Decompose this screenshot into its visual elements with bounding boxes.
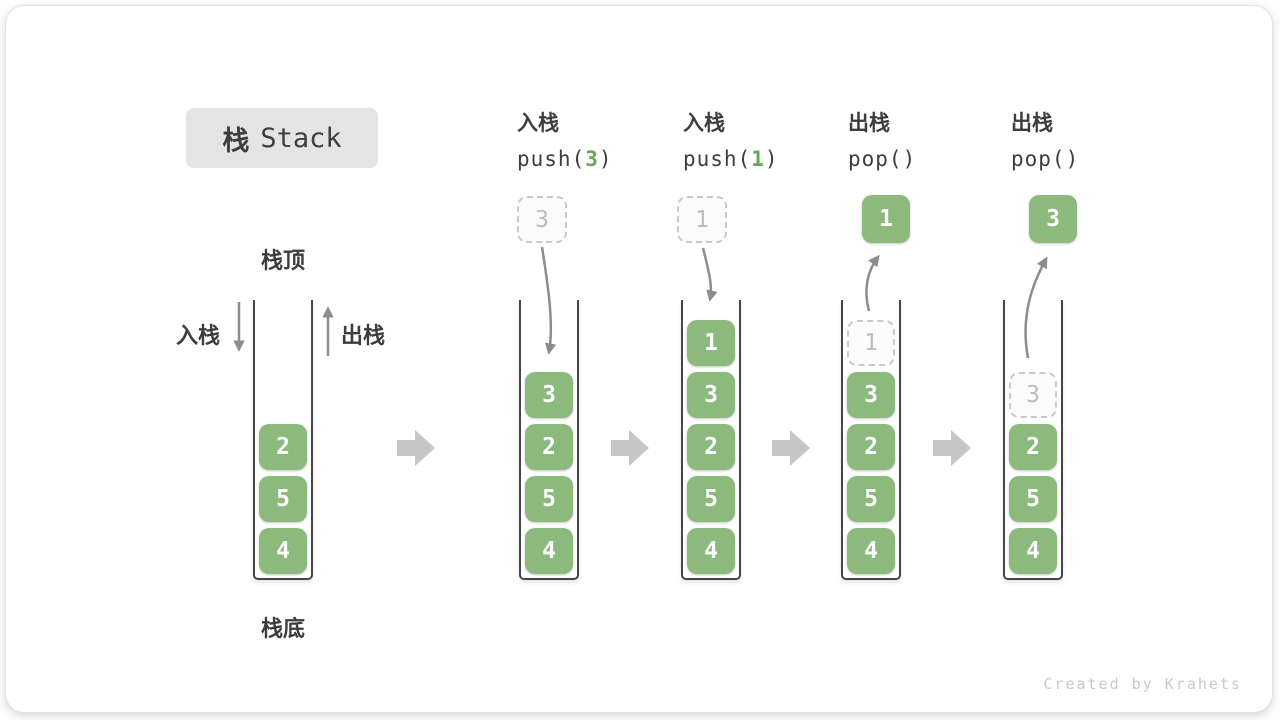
stack-block: 2 [1009, 424, 1057, 470]
stack-block: 5 [847, 476, 895, 522]
op-code-label: pop() [1011, 147, 1079, 171]
code-arg: 1 [751, 147, 765, 171]
op-cn-label: 入栈 [517, 112, 559, 135]
title-cn: 栈 [222, 125, 250, 156]
popped-value-box: 3 [1029, 195, 1077, 243]
stack-block-ghost: 3 [1009, 372, 1057, 418]
code-pre: push( [517, 147, 586, 171]
pop-direction-label: 出栈 [341, 323, 386, 348]
code-pre: pop( [848, 147, 903, 171]
stack-block: 5 [525, 476, 573, 522]
op-code-label: push(3) [517, 147, 613, 171]
stack-block: 2 [525, 424, 573, 470]
op-label-push-1: 入栈 push(1) [683, 107, 779, 171]
op-code-label: pop() [848, 147, 916, 171]
stack-block: 2 [687, 424, 735, 470]
op-cn-label: 出栈 [848, 112, 890, 135]
stack-block: 4 [259, 528, 307, 574]
code-pre: push( [683, 147, 752, 171]
code-post: ) [764, 147, 779, 171]
stack-container-after-pop-1: 1 3 2 5 4 [841, 300, 901, 580]
op-code-label: push(1) [683, 147, 779, 171]
stack-block: 2 [847, 424, 895, 470]
code-post: ) [902, 147, 917, 171]
stack-container-after-push-3: 3 2 5 4 [519, 300, 579, 580]
pushed-value-box: 3 [517, 196, 567, 243]
stack-block: 1 [687, 320, 735, 366]
code-post: ) [598, 147, 613, 171]
stack-container-after-push-1: 1 3 2 5 4 [681, 300, 741, 580]
diagram-title-box: 栈 Stack [186, 108, 378, 168]
stack-container-after-pop-3: 3 2 5 4 [1003, 300, 1063, 580]
stack-block: 5 [1009, 476, 1057, 522]
stack-container-initial: 2 5 4 [253, 300, 313, 580]
stack-block: 4 [847, 528, 895, 574]
op-label-pop-1: 出栈 pop() [848, 107, 916, 171]
watermark: Created by Krahets [1043, 675, 1242, 693]
stack-block: 4 [687, 528, 735, 574]
pushed-value-box: 1 [677, 196, 727, 243]
op-label-push-3: 入栈 push(3) [517, 107, 613, 171]
code-post: ) [1065, 147, 1080, 171]
stack-block: 5 [687, 476, 735, 522]
stack-block: 3 [687, 372, 735, 418]
stack-block: 4 [1009, 528, 1057, 574]
op-cn-label: 入栈 [683, 112, 725, 135]
push-direction-label: 入栈 [176, 323, 221, 348]
stack-block-ghost: 1 [847, 320, 895, 366]
title-en: Stack [260, 122, 342, 154]
stack-block: 2 [259, 424, 307, 470]
stack-block: 3 [847, 372, 895, 418]
code-pre: pop( [1011, 147, 1066, 171]
code-arg: 3 [585, 147, 599, 171]
stack-top-label: 栈顶 [260, 248, 305, 273]
popped-value-box: 1 [862, 195, 910, 243]
op-cn-label: 出栈 [1011, 112, 1053, 135]
stack-block: 3 [525, 372, 573, 418]
op-label-pop-3: 出栈 pop() [1011, 107, 1079, 171]
stack-block: 5 [259, 476, 307, 522]
stack-block: 4 [525, 528, 573, 574]
stack-bottom-label: 栈底 [260, 616, 305, 641]
